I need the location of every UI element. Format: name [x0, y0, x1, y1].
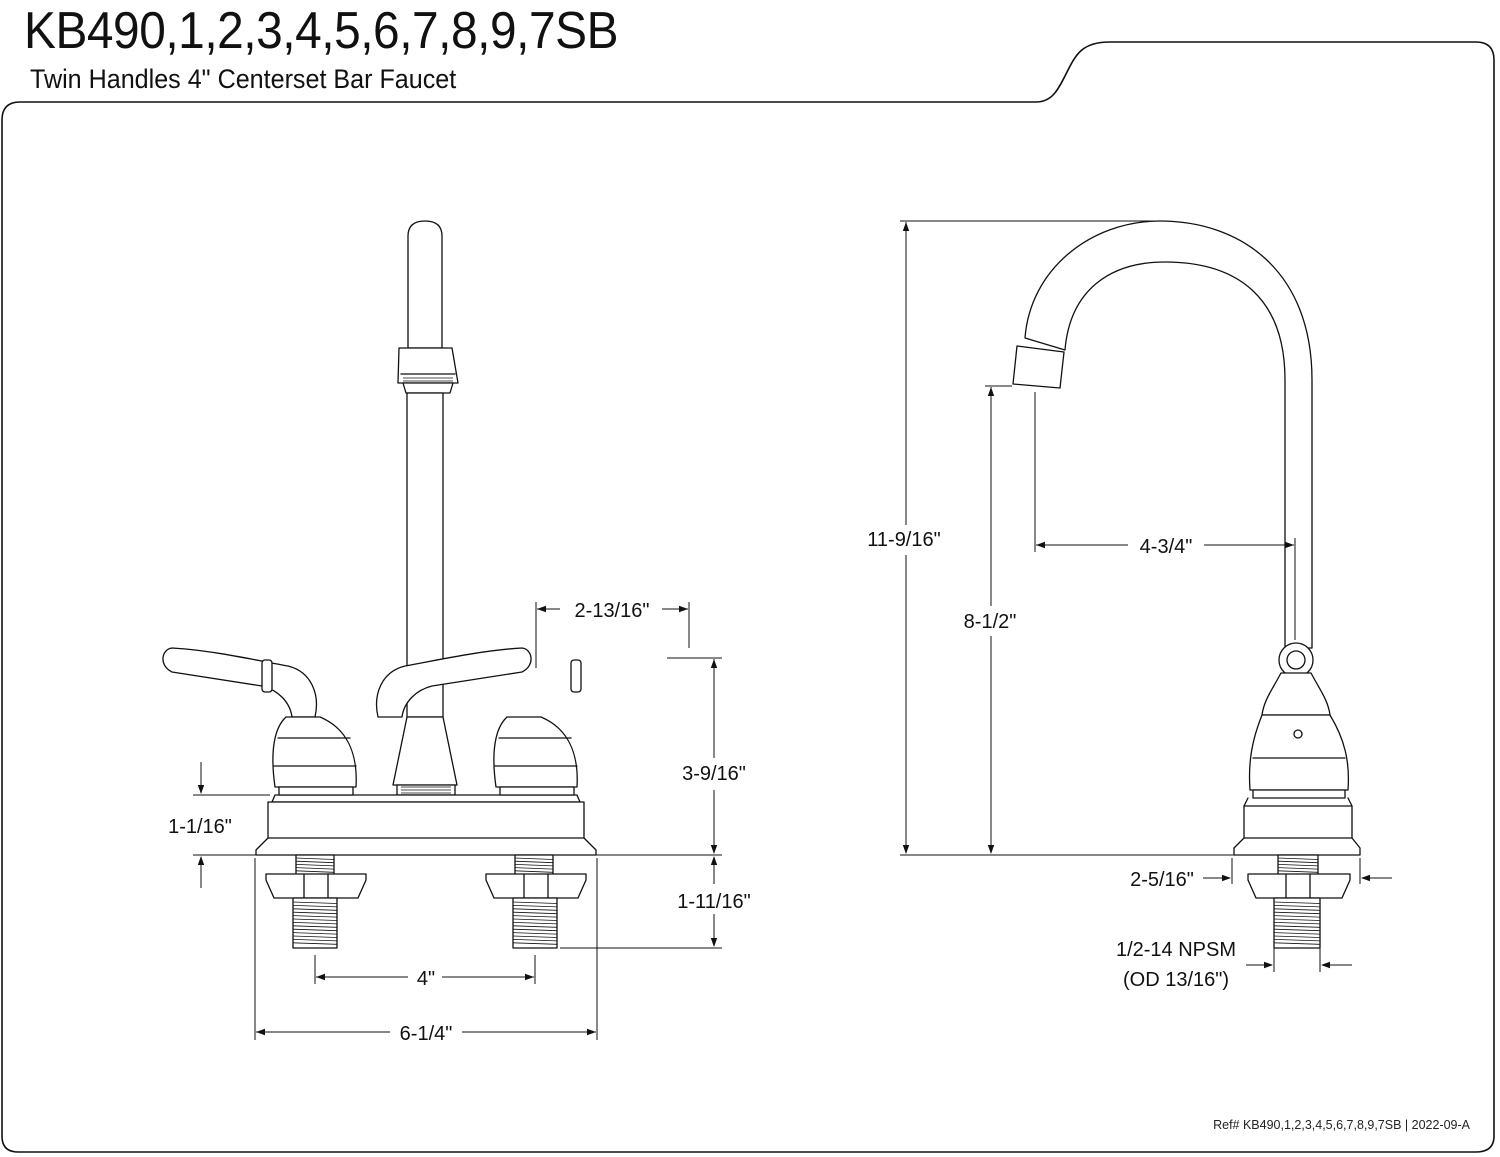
dim-thread-size: 1/2-14 NPSM — [1116, 939, 1236, 961]
dimension-arrowheads — [197, 222, 1370, 1036]
front-base-plate — [255, 794, 597, 856]
front-view: 2-13/16" 3-9/16" 1-1/16" 1-11/16" 4" 6-1… — [162, 220, 751, 1045]
dim-overall-width: 6-1/4" — [400, 1023, 453, 1045]
side-spout — [1012, 220, 1313, 649]
dim-base-height: 1-1/16" — [168, 816, 232, 838]
dim-handle-spread: 2-13/16" — [575, 600, 650, 622]
right-shank — [485, 854, 587, 949]
model-title: KB490,1,2,3,4,5,6,7,8,9,7SB — [24, 2, 619, 60]
product-subtitle: Twin Handles 4" Centerset Bar Faucet — [30, 64, 457, 94]
side-view: 11-9/16" 8-1/2" 4-3/4" 2-5/16" 1/2-14 NP… — [867, 220, 1392, 991]
side-body — [1233, 642, 1361, 949]
dim-overall-height: 11-9/16" — [867, 529, 940, 551]
reference-note: Ref# KB490,1,2,3,4,5,6,7,8,9,7SB | 2022-… — [1213, 1118, 1470, 1132]
dim-handle-height: 3-9/16" — [682, 763, 746, 785]
dim-center-spacing: 4" — [417, 968, 435, 990]
left-handle — [162, 647, 357, 796]
left-shank — [265, 854, 367, 949]
dim-spout-height: 8-1/2" — [964, 611, 1017, 633]
dim-shank-length: 1-11/16" — [677, 891, 750, 913]
side-dimension-lines — [900, 220, 1392, 972]
front-dimension-lines — [193, 602, 722, 1040]
dim-thread-od: (OD 13/16") — [1123, 969, 1229, 991]
sheet-border — [1, 41, 1495, 1153]
dim-base-depth: 2-5/16" — [1130, 869, 1194, 891]
thread-hatching — [292, 857, 1321, 945]
right-handle — [375, 647, 582, 796]
front-spout — [392, 220, 459, 796]
dim-spout-reach: 4-3/4" — [1140, 536, 1193, 558]
